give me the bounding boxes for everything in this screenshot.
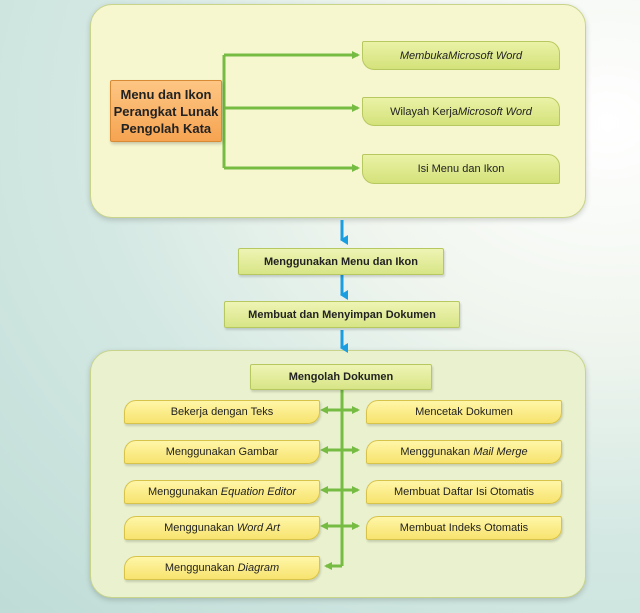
target-3-label: Isi Menu dan Ikon [417,163,505,175]
source-line-1: Menu dan Ikon [120,86,212,102]
left-5-italic: Diagram [237,562,280,574]
left-node-2: Menggunakan Gambar [124,440,320,464]
target-1-italic: Microsoft Word [448,49,523,62]
center-label: Mengolah Dokumen [288,371,394,383]
right-1-label: Mencetak Dokumen [415,406,513,418]
right-node-4: Membuat Indeks Otomatis [366,516,562,540]
middle-1-label: Menggunakan Menu dan Ikon [263,255,418,268]
left-node-5: Menggunakan Diagram [124,556,320,580]
right-node-3: Membuat Daftar Isi Otomatis [366,480,562,504]
right-2-italic: Mail Merge [473,446,528,458]
left-node-4: Menggunakan Word Art [124,516,320,540]
center-node: Mengolah Dokumen [250,364,432,390]
right-2-prefix: Menggunakan [400,446,471,458]
right-4-label: Membuat Indeks Otomatis [399,522,529,534]
left-4-prefix: Menggunakan [164,522,234,534]
middle-node-2: Membuat dan Menyimpan Dokumen [224,301,460,328]
left-2-label: Menggunakan Gambar [165,446,279,458]
left-3-italic: Equation Editor [220,486,296,498]
right-node-2: Menggunakan Mail Merge [366,440,562,464]
source-node: Menu dan Ikon Perangkat Lunak Pengolah K… [110,80,222,142]
left-node-1: Bekerja dengan Teks [124,400,320,424]
target-1-prefix: Membuka [399,49,449,62]
target-node-1: Membuka Microsoft Word [362,41,560,70]
right-3-label: Membuat Daftar Isi Otomatis [394,486,534,498]
left-5-prefix: Menggunakan [164,562,235,574]
middle-node-1: Menggunakan Menu dan Ikon [238,248,444,275]
target-node-3: Isi Menu dan Ikon [362,154,560,184]
right-node-1: Mencetak Dokumen [366,400,562,424]
target-2-prefix: Wilayah Kerja [390,105,458,118]
target-node-2: Wilayah Kerja Microsoft Word [362,97,560,126]
source-line-2: Perangkat Lunak [113,103,219,119]
left-1-label: Bekerja dengan Teks [170,406,274,418]
source-line-3: Pengolah Kata [120,120,212,136]
target-2-italic: Microsoft Word [457,105,532,118]
left-4-italic: Word Art [236,522,280,534]
left-3-prefix: Menggunakan [147,486,218,498]
left-node-3: Menggunakan Equation Editor [124,480,320,504]
middle-2-label: Membuat dan Menyimpan Dokumen [248,308,436,321]
